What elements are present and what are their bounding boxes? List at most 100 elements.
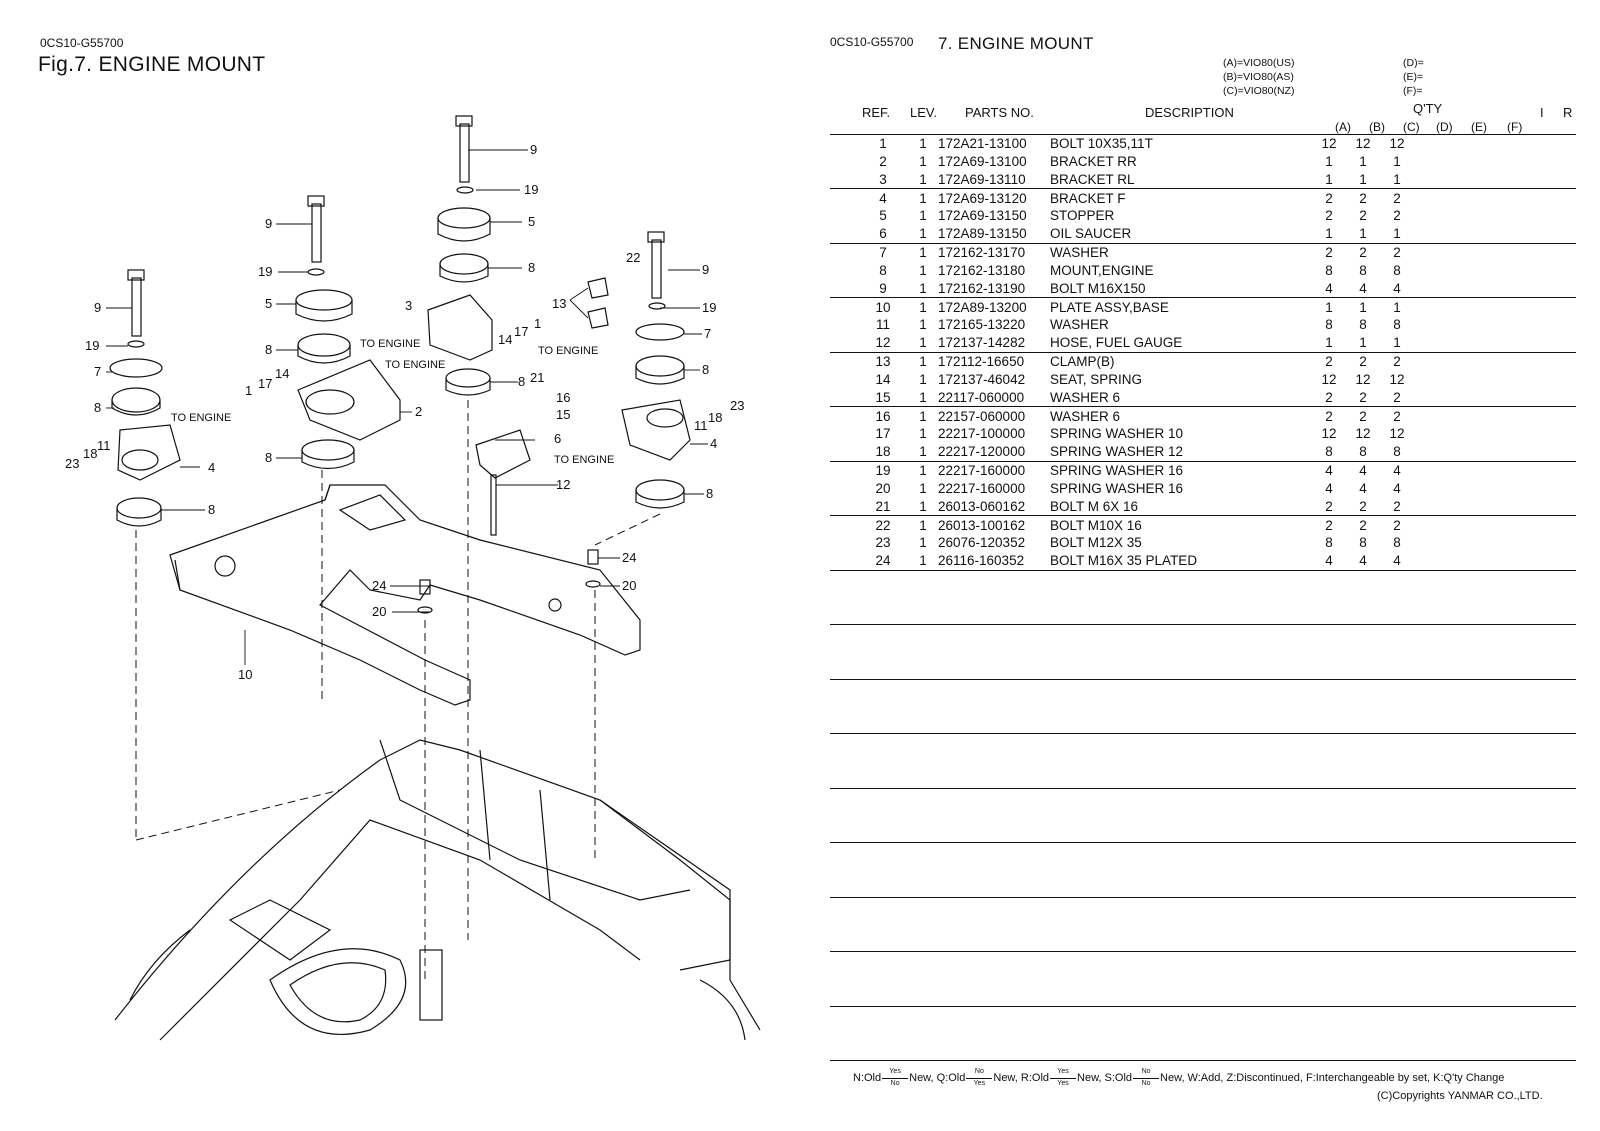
copyright: (C)Copyrights YANMAR CO.,LTD. [1377,1090,1543,1102]
callout-5-center: 5 [528,214,535,229]
row-ref: 19 [875,463,891,478]
callout-8-left: 8 [94,400,101,415]
row-qty-a: 4 [1325,553,1333,569]
row-qty-b: 4 [1359,463,1367,478]
row-qty-c: 2 [1393,408,1401,424]
row-lev: 1 [919,408,927,424]
header-parts-no: PARTS NO. [965,105,1034,120]
legend-s: New, S:Old [1077,1071,1133,1084]
model-b: (B)=VIO80(AS) [1223,71,1294,83]
row-lev: 1 [919,444,927,460]
model-f: (F)= [1403,85,1423,97]
figure-title: Fig.7. ENGINE MOUNT [38,53,266,76]
callout-9-mid: 9 [265,216,272,231]
row-lev: 1 [919,136,927,151]
row-qty-b: 1 [1359,171,1367,187]
row-parts-no: 26013-060162 [938,498,1026,514]
row-qty-c: 4 [1393,280,1401,296]
callout-19-mid: 19 [258,264,272,279]
row-qty-a: 4 [1325,280,1333,296]
row-lev: 1 [919,262,927,278]
row-qty-a: 1 [1325,171,1333,187]
callout-2: 2 [415,404,422,419]
callout-23-right: 23 [730,398,744,413]
header-qty: Q'TY [1413,101,1443,116]
row-lev: 1 [919,245,927,260]
row-parts-no: 172162-13180 [938,262,1026,278]
row-qty-b: 4 [1359,553,1367,569]
callout-17-center: 17 [514,324,528,339]
row-parts-no: 172165-13220 [938,317,1026,333]
callout-15: 15 [556,407,570,422]
row-qty-b: 1 [1359,335,1367,351]
header-col-f: (F) [1507,120,1523,134]
row-qty-b: 2 [1359,245,1367,260]
header-i: I [1540,105,1544,120]
model-list-abc: (A)=VIO80(US) (B)=VIO80(AS) (C)=VIO80(NZ… [1223,56,1294,98]
row-qty-a: 4 [1325,480,1333,496]
legend-r: New, R:Old [993,1071,1050,1084]
callout-19-top: 19 [524,182,538,197]
callout-9-left: 9 [94,300,101,315]
row-parts-no: 172112-16650 [938,354,1025,369]
row-qty-c: 8 [1393,535,1401,551]
row-ref: 10 [875,299,891,315]
row-parts-no: 26013-100162 [938,517,1026,533]
row-parts-no: 172162-13190 [938,280,1026,296]
section-title: 7. ENGINE MOUNT [938,34,1094,53]
row-qty-c: 1 [1393,335,1401,351]
row-qty-c: 1 [1393,226,1401,242]
row-qty-b: 2 [1359,208,1367,224]
row-qty-c: 2 [1393,245,1401,260]
blank-rule [830,842,1576,843]
row-ref: 1 [879,136,887,151]
row-qty-c: 12 [1389,136,1405,151]
row-qty-a: 1 [1325,299,1333,315]
callout-9-right: 9 [702,262,709,277]
table-header-rule [830,134,1576,135]
row-parts-no: 172137-46042 [938,371,1026,387]
row-ref: 17 [875,426,891,442]
row-qty-c: 12 [1389,371,1405,387]
row-qty-c: 2 [1393,354,1401,369]
row-qty-a: 12 [1321,136,1337,151]
row-parts-no: 26076-120352 [938,535,1026,551]
callout-22: 22 [626,250,640,265]
callout-3: 3 [405,298,412,313]
callout-24-left: 24 [372,578,386,593]
row-description: SPRING WASHER 16 [1050,463,1184,478]
callout-16: 16 [556,390,570,405]
row-qty-c: 4 [1393,480,1401,496]
row-description: BOLT 10X35,11T [1050,136,1153,151]
header-description: DESCRIPTION [1145,105,1234,120]
callout-8-lower-right: 8 [706,486,713,501]
blank-rule [830,897,1576,898]
row-qty-b: 12 [1355,371,1371,387]
row-lev: 1 [919,553,927,569]
header-col-b: (B) [1369,120,1385,134]
row-description: BOLT M 6X 16 [1050,498,1139,514]
row-description: BOLT M16X150 [1050,280,1146,296]
row-description: SPRING WASHER 16 [1050,480,1184,496]
legend-n: N:Old [853,1071,882,1084]
row-ref: 15 [875,389,891,405]
row-qty-b: 1 [1359,153,1367,169]
row-lev: 1 [919,208,927,224]
callout-13: 13 [552,296,566,311]
group-rule [830,297,1576,298]
row-qty-b: 2 [1359,408,1367,424]
row-description: SEAT, SPRING [1050,371,1143,387]
callout-12: 12 [556,477,570,492]
callout-21: 21 [530,370,544,385]
row-lev: 1 [919,299,927,315]
callout-1-center: 1 [534,316,541,331]
